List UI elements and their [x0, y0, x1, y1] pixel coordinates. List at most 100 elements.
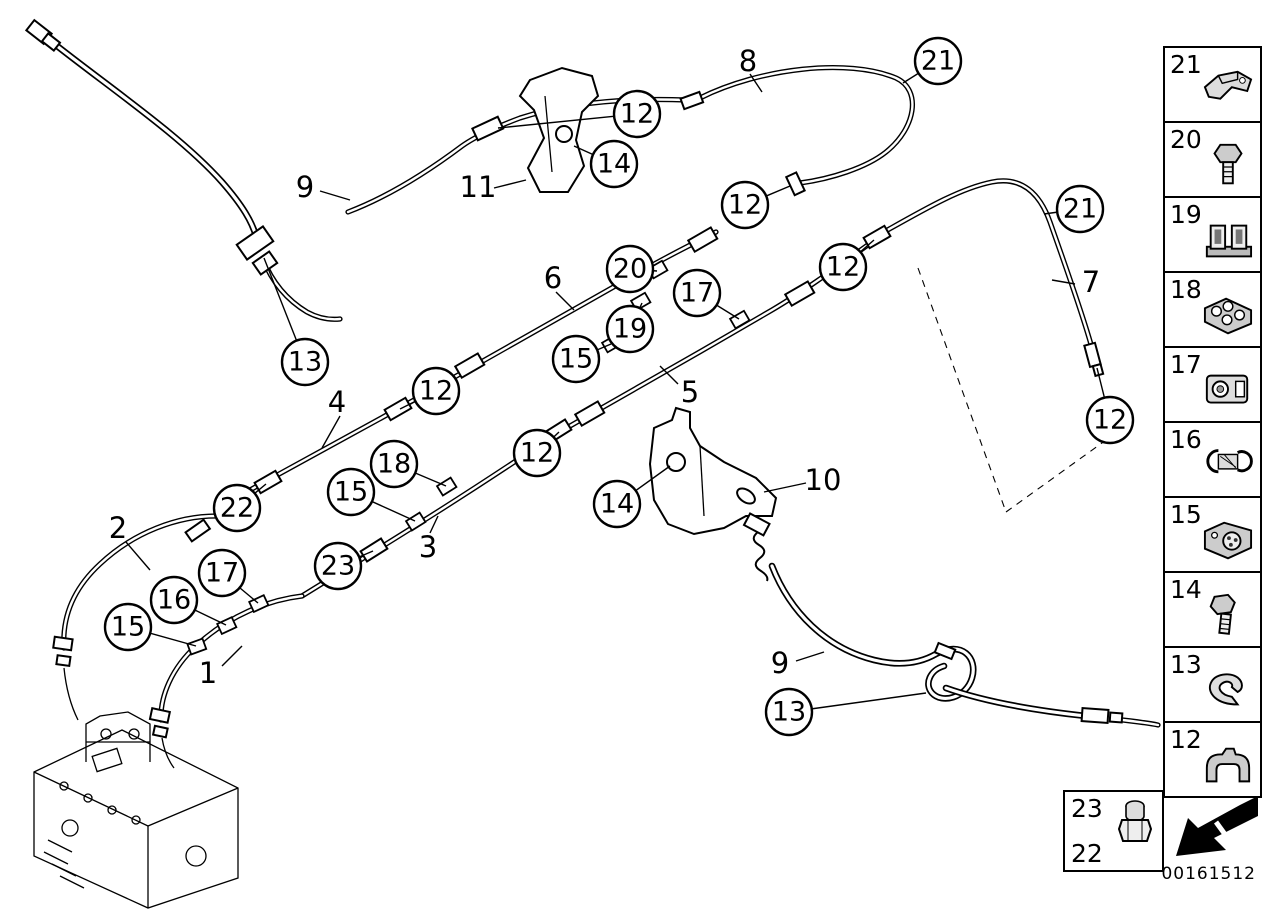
svg-text:6: 6 [544, 261, 562, 295]
callout-17-b[interactable]: 17 [197, 548, 247, 598]
svg-text:20: 20 [613, 254, 647, 285]
svg-text:21: 21 [1063, 194, 1097, 225]
svg-text:12: 12 [1093, 405, 1127, 436]
svg-text:10: 10 [805, 463, 842, 497]
hex-bolt-icon [1213, 143, 1243, 185]
callout-22[interactable]: 22 [212, 483, 262, 533]
legend-number: 14 [1170, 575, 1202, 604]
part-label-7[interactable]: 7 [1082, 265, 1100, 299]
svg-text:23: 23 [321, 551, 355, 582]
callout-15-b[interactable]: 15 [326, 467, 376, 517]
callout-15-a[interactable]: 15 [551, 334, 601, 384]
pipe-8 [697, 65, 915, 186]
callout-12-a[interactable]: 12 [612, 89, 662, 139]
part-label-10[interactable]: 10 [805, 463, 842, 497]
part-label-11[interactable]: 11 [460, 170, 497, 204]
callout-12-b[interactable]: 12 [720, 180, 770, 230]
legend-number: 16 [1170, 425, 1202, 454]
svg-text:19: 19 [613, 314, 647, 345]
union-fitting-icon [1117, 800, 1153, 842]
callout-18[interactable]: 18 [369, 439, 419, 489]
part-label-5[interactable]: 5 [681, 375, 699, 409]
svg-text:17: 17 [680, 278, 714, 309]
callout-16[interactable]: 16 [149, 575, 199, 625]
legend-item-15[interactable]: 15 [1163, 496, 1262, 573]
legend-item-21[interactable]: 21 [1163, 46, 1262, 123]
svg-text:16: 16 [157, 585, 191, 616]
part-label-9b[interactable]: 9 [771, 646, 789, 680]
svg-text:5: 5 [681, 375, 699, 409]
callout-13-a[interactable]: 13 [280, 337, 330, 387]
legend-item-14[interactable]: 14 [1163, 571, 1262, 648]
part-label-4[interactable]: 4 [328, 385, 346, 419]
callout-13-b[interactable]: 13 [764, 687, 814, 737]
legend-number: 19 [1170, 200, 1202, 229]
legend-item-16[interactable]: 16 [1163, 421, 1262, 498]
legend-number: 12 [1170, 725, 1202, 754]
legend-number: 22 [1071, 839, 1103, 868]
hose-rear-right [742, 512, 1161, 728]
svg-text:13: 13 [772, 697, 806, 728]
part-label-3[interactable]: 3 [419, 530, 437, 564]
svg-text:12: 12 [620, 99, 654, 130]
svg-text:14: 14 [600, 489, 634, 520]
legend-item-13[interactable]: 13 [1163, 646, 1262, 723]
legend-item-19[interactable]: 19 [1163, 196, 1262, 273]
svg-text:12: 12 [520, 438, 554, 469]
pipe-7 [881, 178, 1095, 351]
multi-pipe-clamp-icon [1203, 297, 1253, 335]
callout-23[interactable]: 23 [313, 541, 363, 591]
legend-item-17[interactable]: 17 [1163, 346, 1262, 423]
svg-text:9: 9 [771, 646, 789, 680]
part-label-2[interactable]: 2 [109, 511, 127, 545]
svg-text:22: 22 [220, 493, 254, 524]
callout-12-c[interactable]: 12 [818, 242, 868, 292]
part-label-8[interactable]: 8 [739, 44, 757, 78]
svg-text:3: 3 [419, 530, 437, 564]
prev-page-arrow-icon[interactable] [1166, 794, 1262, 860]
pipe-clamp-icon [1205, 224, 1253, 258]
callout-15-c[interactable]: 15 [103, 602, 153, 652]
callout-14-a[interactable]: 14 [589, 139, 639, 189]
part-label-6[interactable]: 6 [544, 261, 562, 295]
pipe-clip-icon [1206, 449, 1253, 474]
pipe-holder-icon [1205, 374, 1249, 404]
legend-number: 18 [1170, 275, 1202, 304]
svg-text:9: 9 [296, 170, 314, 204]
part-label-9a[interactable]: 9 [296, 170, 314, 204]
callout-12-d[interactable]: 12 [411, 366, 461, 416]
svg-text:12: 12 [728, 190, 762, 221]
svg-text:15: 15 [334, 477, 368, 508]
legend-number: 15 [1170, 500, 1202, 529]
legend-box-23-22[interactable]: 23 22 [1063, 790, 1164, 872]
svg-text:7: 7 [1082, 265, 1100, 299]
drawing-number: 00161512 [1161, 864, 1256, 884]
callout-19[interactable]: 19 [605, 304, 655, 354]
callout-14-b[interactable]: 14 [592, 479, 642, 529]
hose-clip-icon [1203, 70, 1253, 100]
callout-20[interactable]: 20 [605, 244, 655, 294]
svg-text:13: 13 [288, 347, 322, 378]
hose-front-left [48, 38, 343, 322]
svg-text:2: 2 [109, 511, 127, 545]
callout-12-e[interactable]: 12 [1085, 395, 1135, 445]
callout-21-b[interactable]: 21 [1055, 184, 1105, 234]
svg-text:4: 4 [328, 385, 346, 419]
legend-item-12[interactable]: 12 [1163, 721, 1262, 798]
svg-text:15: 15 [559, 344, 593, 375]
legend-number: 13 [1170, 650, 1202, 679]
callout-21-a[interactable]: 21 [913, 36, 963, 86]
svg-text:1: 1 [199, 656, 217, 690]
legend-number: 20 [1170, 125, 1202, 154]
part-label-1[interactable]: 1 [199, 656, 217, 690]
bracket-11 [518, 66, 600, 193]
svg-text:18: 18 [377, 449, 411, 480]
dashed-reference-lines [917, 267, 1121, 513]
legend-item-18[interactable]: 18 [1163, 271, 1262, 348]
legend-item-20[interactable]: 20 [1163, 121, 1262, 198]
svg-text:8: 8 [739, 44, 757, 78]
callout-17-a[interactable]: 17 [672, 268, 722, 318]
svg-text:12: 12 [419, 376, 453, 407]
callout-12-f[interactable]: 12 [512, 428, 562, 478]
